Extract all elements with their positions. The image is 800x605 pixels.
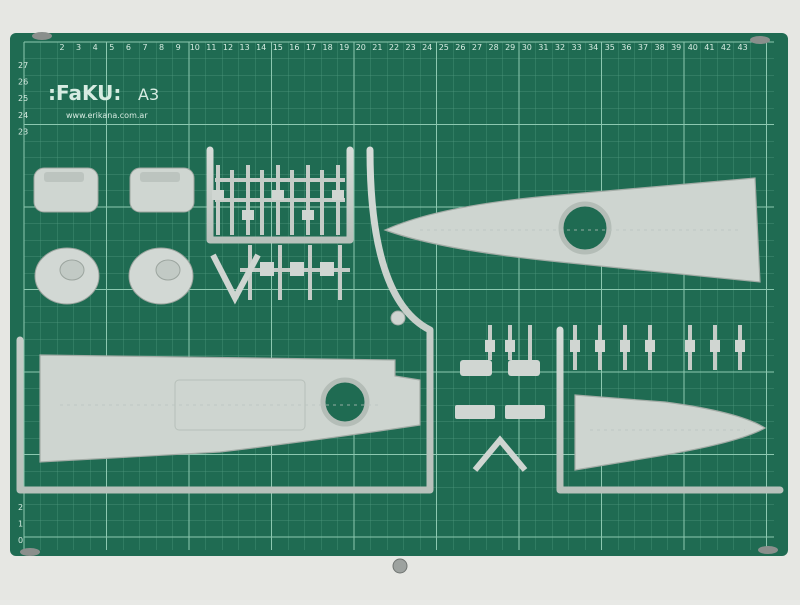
ruler-number: 26 bbox=[455, 43, 465, 52]
corner-grommet bbox=[750, 36, 770, 44]
ruler-number: 24 bbox=[422, 43, 432, 52]
ruler-number: 22 bbox=[389, 43, 399, 52]
ruler-number: 25 bbox=[439, 43, 449, 52]
v-bracket-part bbox=[210, 253, 261, 305]
ruler-number: 27 bbox=[472, 43, 482, 52]
ruler-number: 38 bbox=[655, 43, 665, 52]
ruler-number: 7 bbox=[142, 43, 147, 52]
ruler-number: 14 bbox=[256, 43, 266, 52]
turret-shell-b bbox=[129, 167, 195, 213]
ruler-number: 30 bbox=[522, 43, 532, 52]
ruler-number: 40 bbox=[688, 43, 698, 52]
ruler-number: 17 bbox=[306, 43, 316, 52]
ruler-number: 2 bbox=[59, 43, 64, 52]
ruler-number: 41 bbox=[704, 43, 714, 52]
ruler-number: 9 bbox=[176, 43, 181, 52]
corner-grommet bbox=[758, 546, 778, 554]
left-ruler: 27 26 25 24 23 2 1 0 bbox=[18, 61, 28, 545]
ruler-number: 4 bbox=[93, 43, 98, 52]
ruler-number: 42 bbox=[721, 43, 731, 52]
ruler-number: 23 bbox=[18, 127, 28, 136]
ruler-number: 43 bbox=[738, 43, 748, 52]
ruler-number: 21 bbox=[372, 43, 382, 52]
ruler-number: 35 bbox=[605, 43, 615, 52]
y-bracket-part bbox=[472, 435, 528, 472]
ruler-number: 37 bbox=[638, 43, 648, 52]
forward-deck bbox=[383, 177, 761, 283]
brand-logo: :FaKU: bbox=[48, 81, 121, 105]
ruler-number: 11 bbox=[206, 43, 216, 52]
ruler-number: 16 bbox=[289, 43, 299, 52]
aft-deck bbox=[39, 354, 421, 463]
pushpin bbox=[392, 558, 408, 574]
ruler-number: 34 bbox=[588, 43, 598, 52]
ruler-number: 5 bbox=[109, 43, 114, 52]
turret-base-a bbox=[34, 247, 100, 305]
ruler-number: 24 bbox=[18, 111, 28, 120]
ruler-number: 2 bbox=[18, 503, 23, 512]
turret-shell-a bbox=[33, 167, 99, 213]
ruler-number: 1 bbox=[18, 520, 23, 529]
ruler-number: 18 bbox=[323, 43, 333, 52]
ruler-number: 36 bbox=[621, 43, 631, 52]
ruler-number: 19 bbox=[339, 43, 349, 52]
ruler-number: 39 bbox=[671, 43, 681, 52]
ruler-number: 32 bbox=[555, 43, 565, 52]
ruler-number: 3 bbox=[76, 43, 81, 52]
ruler-number: 28 bbox=[489, 43, 499, 52]
ruler-number: 31 bbox=[538, 43, 548, 52]
small-parts bbox=[212, 190, 745, 419]
ruler-number: 12 bbox=[223, 43, 233, 52]
mat-website: www.erikana.com.ar bbox=[66, 111, 148, 120]
ruler-number: 29 bbox=[505, 43, 515, 52]
mat-size-label: A3 bbox=[138, 85, 159, 104]
mat-branding: :FaKU: A3 www.erikana.com.ar bbox=[48, 81, 159, 120]
ruler-number: 0 bbox=[18, 536, 23, 545]
ruler-number: 13 bbox=[240, 43, 250, 52]
ruler-number: 33 bbox=[572, 43, 582, 52]
ruler-number: 6 bbox=[126, 43, 131, 52]
ruler-number: 20 bbox=[356, 43, 366, 52]
sprue-tag-disc bbox=[390, 310, 406, 326]
corner-grommet bbox=[20, 548, 40, 556]
ruler-number: 15 bbox=[273, 43, 283, 52]
ruler-number: 8 bbox=[159, 43, 164, 52]
ruler-number: 23 bbox=[406, 43, 416, 52]
ruler-number: 25 bbox=[18, 94, 28, 103]
ruler-number: 10 bbox=[190, 43, 200, 52]
bow-deck bbox=[574, 394, 767, 471]
ruler-number: 27 bbox=[18, 61, 28, 70]
ruler-number: 26 bbox=[18, 78, 28, 87]
corner-grommet bbox=[32, 32, 52, 40]
turret-base-b bbox=[128, 247, 194, 305]
